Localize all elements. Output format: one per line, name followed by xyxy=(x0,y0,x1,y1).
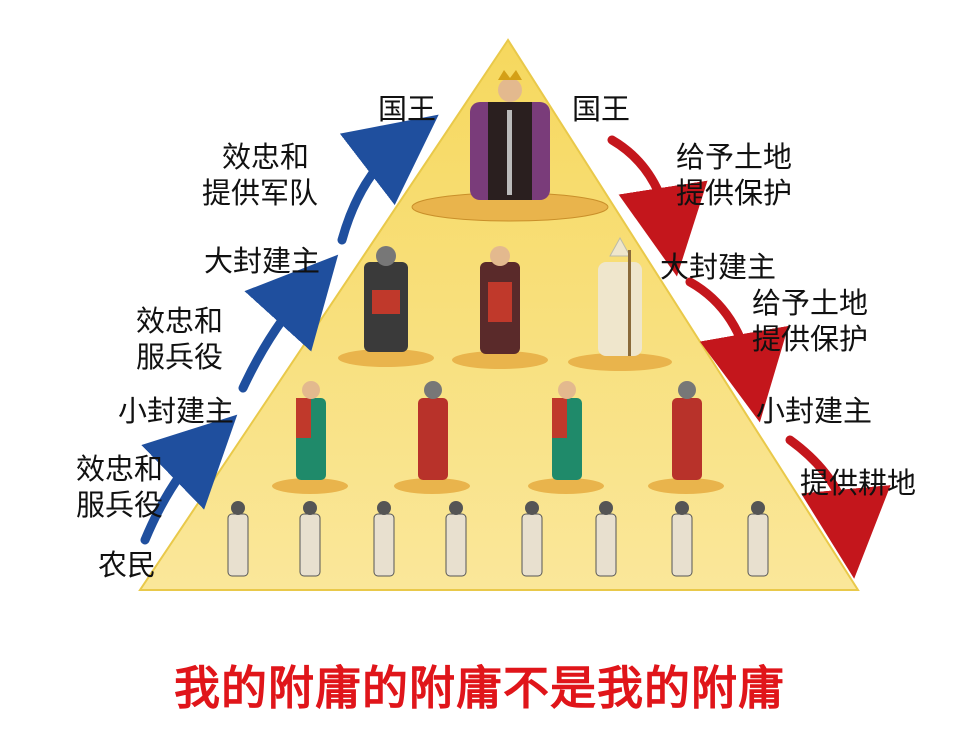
peasant-figure xyxy=(747,501,769,577)
small-lord-figure xyxy=(394,381,470,494)
great-lord-figure xyxy=(338,246,434,367)
down-arrow xyxy=(607,135,708,277)
small-lord-figure xyxy=(648,381,724,494)
right-grant-1-line2: 提供保护 xyxy=(676,176,793,210)
left-king-label: 国王 xyxy=(378,92,437,126)
right-grant-2-line2: 提供保护 xyxy=(752,322,869,356)
right-grant-1-line1: 给予土地 xyxy=(676,140,793,174)
left-small-lord-label: 小封建主 xyxy=(118,394,235,428)
great-lord-figure xyxy=(452,246,548,369)
left-loyalty-3-line2: 服兵役 xyxy=(76,488,164,522)
left-loyalty-2-line2: 服兵役 xyxy=(136,340,224,374)
left-loyalty-1-line1: 效忠和 xyxy=(222,140,310,174)
down-arrow xyxy=(785,435,891,579)
left-loyalty-2-line1: 效忠和 xyxy=(136,304,224,338)
peasant-figure xyxy=(227,501,249,577)
right-great-lord-label: 大封建主 xyxy=(660,250,777,284)
right-king-label: 国王 xyxy=(572,92,631,126)
up-arrow xyxy=(140,414,238,545)
peasant-figure xyxy=(445,501,467,577)
bishop-figure xyxy=(568,236,672,371)
peasant-figure xyxy=(595,501,617,577)
left-great-lord-label: 大封建主 xyxy=(204,244,321,278)
left-loyalty-1-line2: 提供军队 xyxy=(202,176,319,210)
right-grant-3-label: 提供耕地 xyxy=(800,466,917,500)
small-lord-figure xyxy=(272,381,348,494)
down-arrow xyxy=(685,277,789,423)
up-arrow xyxy=(238,254,339,393)
right-grant-2-line1: 给予土地 xyxy=(752,286,869,320)
up-arrow xyxy=(337,114,439,245)
peasant-row xyxy=(227,501,769,577)
peasant-figure xyxy=(373,501,395,577)
left-loyalty-3-line1: 效忠和 xyxy=(76,452,164,486)
small-lord-figure xyxy=(528,381,604,494)
peasant-figure xyxy=(671,501,693,577)
peasant-figure xyxy=(299,501,321,577)
peasant-figure xyxy=(521,501,543,577)
left-peasant-label: 农民 xyxy=(98,548,157,582)
right-small-lord-label: 小封建主 xyxy=(756,394,873,428)
king-figure xyxy=(411,70,609,222)
caption: 我的附庸的附庸不是我的附庸 xyxy=(174,661,785,715)
